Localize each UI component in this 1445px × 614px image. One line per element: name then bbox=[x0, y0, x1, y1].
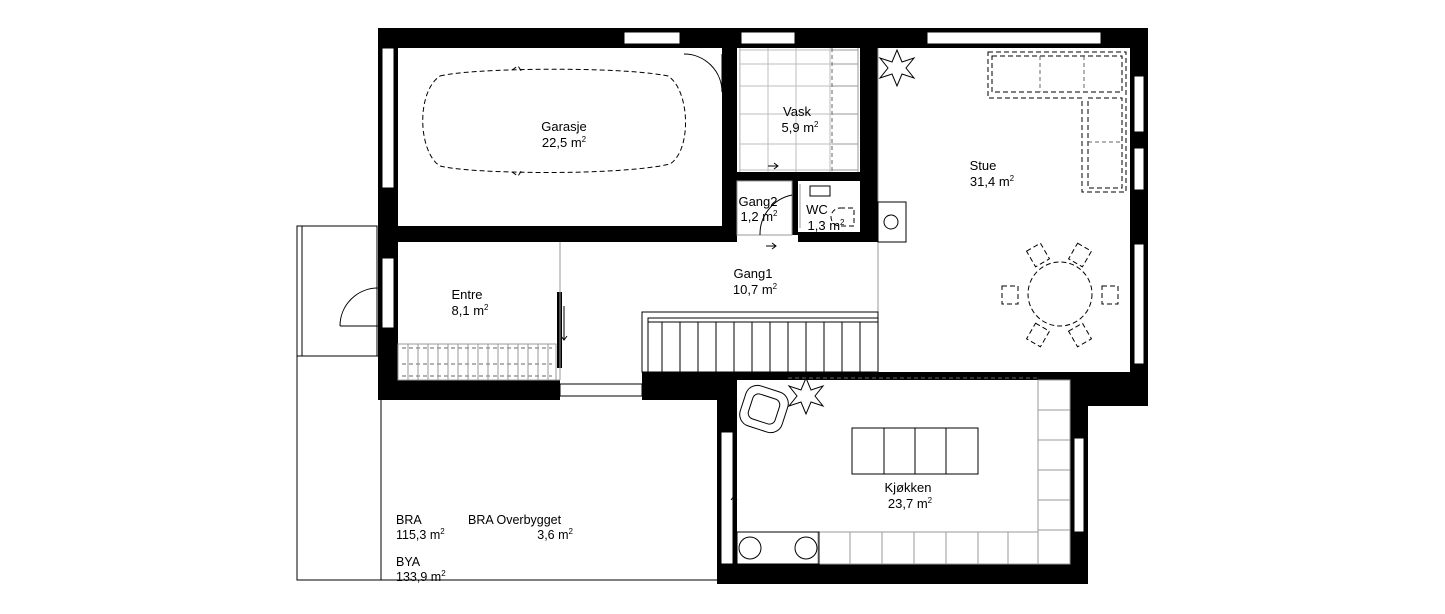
terrace-outline bbox=[296, 225, 719, 581]
area-stats: BRA 115,3 m2 BRA Overbygget 3,6 m2 BYA 1… bbox=[396, 513, 574, 584]
room-area-wc: 1,3 m2 bbox=[808, 218, 846, 233]
stat-bra-value: 115,3 m2 bbox=[396, 527, 445, 542]
room-name-gang2: Gang2 bbox=[738, 194, 777, 209]
kitchen-furniture bbox=[730, 376, 1071, 565]
room-name-stue: Stue bbox=[970, 158, 997, 173]
room-area-gang1: 10,7 m2 bbox=[733, 282, 778, 297]
stat-bra-overbygget-label: BRA Overbygget bbox=[468, 513, 562, 527]
stat-bra-overbygget-value: 3,6 m2 bbox=[537, 527, 573, 542]
stair bbox=[560, 306, 879, 373]
room-area-kjokken: 23,7 m2 bbox=[888, 496, 933, 511]
stat-bya-value: 133,9 m2 bbox=[396, 569, 446, 584]
garage-door bbox=[683, 53, 723, 93]
room-area-entre: 8,1 m2 bbox=[452, 303, 490, 318]
car-outline bbox=[422, 65, 686, 177]
room-labels: Garasje 22,5 m2 Vask 5,9 m2 Stue 31,4 m2… bbox=[451, 104, 1014, 511]
room-area-stue: 31,4 m2 bbox=[970, 174, 1015, 189]
stat-bya-label: BYA bbox=[396, 555, 421, 569]
stat-bra-label: BRA bbox=[396, 513, 422, 527]
gang2-wc bbox=[736, 180, 855, 250]
vask-tiles bbox=[739, 48, 859, 172]
room-name-wc: WC bbox=[806, 202, 828, 217]
room-name-entre: Entre bbox=[451, 287, 482, 302]
room-area-gang2: 1,2 m2 bbox=[741, 209, 779, 224]
room-name-kjokken: Kjøkken bbox=[885, 480, 932, 495]
room-name-garasje: Garasje bbox=[541, 119, 587, 134]
room-area-garasje: 22,5 m2 bbox=[542, 135, 587, 150]
windows bbox=[381, 31, 1145, 565]
entre-fixtures bbox=[339, 287, 557, 381]
room-area-vask: 5,9 m2 bbox=[782, 120, 820, 135]
stue-furniture bbox=[877, 48, 1127, 348]
room-name-gang1: Gang1 bbox=[733, 266, 772, 281]
room-name-vask: Vask bbox=[783, 104, 811, 119]
